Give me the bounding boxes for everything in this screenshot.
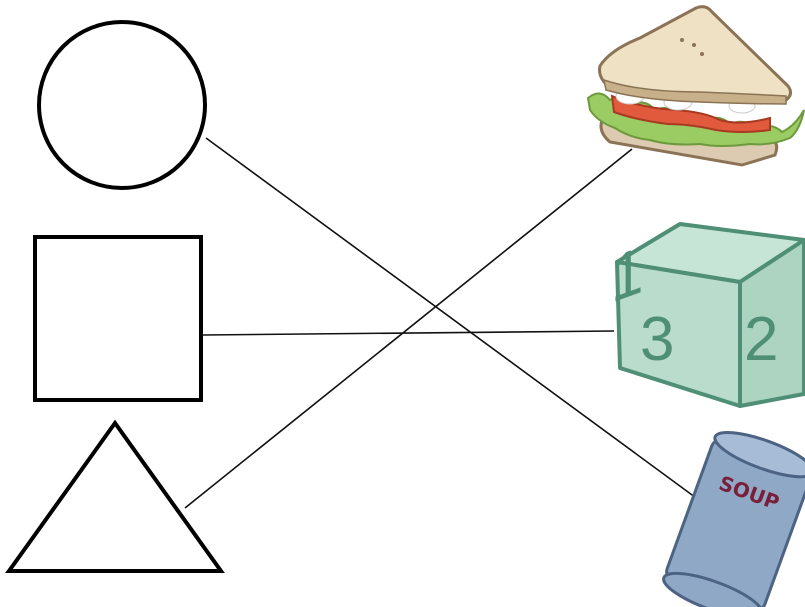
sandwich-image xyxy=(586,5,805,167)
number-cube-image: 1 3 2 xyxy=(611,222,805,408)
circle-shape xyxy=(37,20,207,190)
line-circle-to-soup xyxy=(205,137,704,504)
line-square-to-cube xyxy=(202,330,615,336)
cube-digit-front: 3 xyxy=(640,305,674,374)
line-triangle-to-sandwich xyxy=(184,148,633,509)
cube-digit-side: 2 xyxy=(744,305,778,374)
triangle-shape xyxy=(5,419,225,573)
soup-can-image: SOUP xyxy=(662,430,805,607)
square-shape xyxy=(33,235,203,402)
cube-digit-top: 1 xyxy=(611,231,643,317)
